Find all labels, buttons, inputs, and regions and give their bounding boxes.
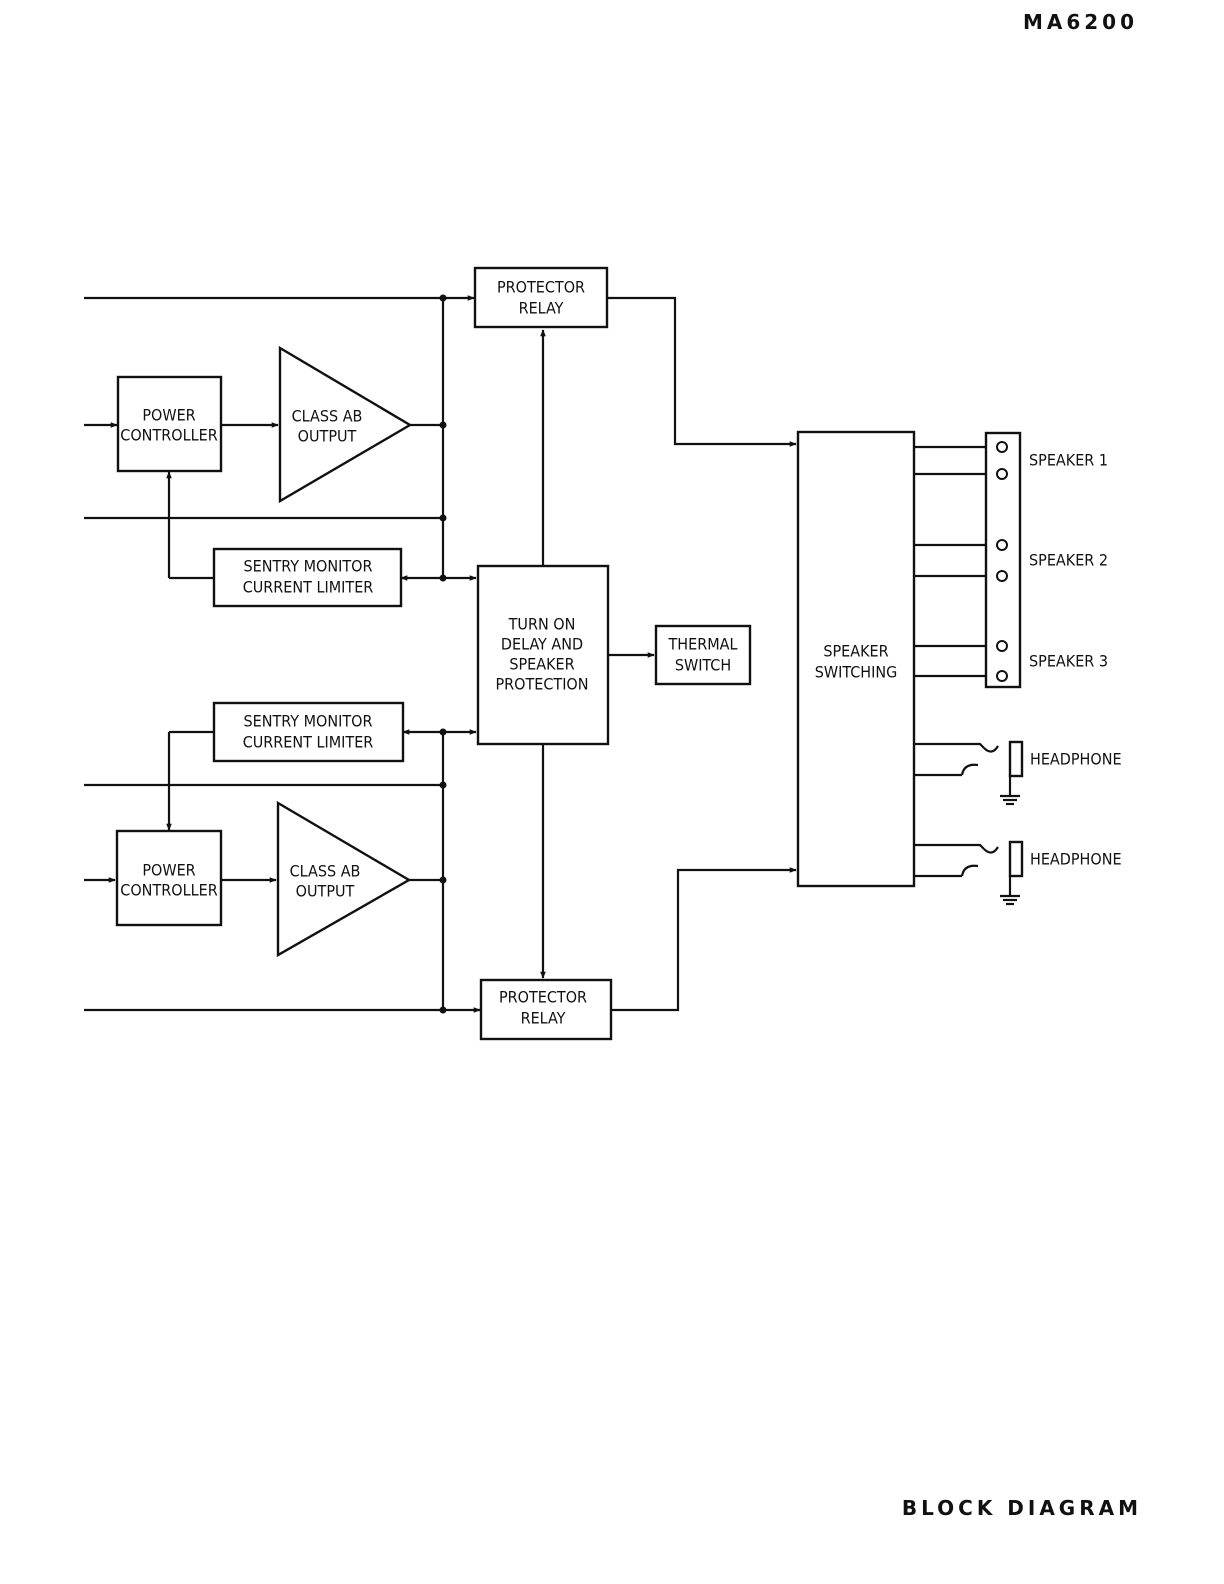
thermal-line2: SWITCH bbox=[675, 656, 731, 675]
terminal-speaker-1b bbox=[996, 468, 1008, 480]
protector-relay-top: PROTECTOR RELAY bbox=[473, 266, 609, 329]
sentry-monitor-bottom: SENTRY MONITOR CURRENT LIMITER bbox=[212, 701, 405, 763]
speaker-1-label: SPEAKER 1 bbox=[1029, 451, 1108, 470]
terminal-speaker-3b bbox=[996, 670, 1008, 682]
speaker-2-label: SPEAKER 2 bbox=[1029, 551, 1108, 570]
class-ab-top-line2: OUTPUT bbox=[298, 427, 357, 446]
junction-dots bbox=[439, 294, 447, 1014]
thermal-line1: THERMAL bbox=[668, 635, 738, 654]
power-controller-bottom: POWER CONTROLLER bbox=[115, 829, 223, 927]
terminal-speaker-2b bbox=[996, 570, 1008, 582]
wire-protector-relay-top-to-speaker-switching bbox=[607, 296, 797, 447]
terminal-speaker-1a bbox=[996, 441, 1008, 453]
class-ab-output-top: CLASS AB OUTPUT bbox=[278, 345, 413, 504]
terminal-speaker-3a bbox=[996, 640, 1008, 652]
class-ab-top-line1: CLASS AB bbox=[292, 407, 363, 426]
power-controller-top-line2: CONTROLLER bbox=[120, 426, 217, 445]
thermal-switch: THERMAL SWITCH bbox=[654, 624, 752, 686]
block-diagram-caption: BLOCK DIAGRAM bbox=[901, 1496, 1142, 1520]
sentry-top-line1: SENTRY MONITOR bbox=[244, 557, 373, 576]
speaker-3-label: SPEAKER 3 bbox=[1029, 652, 1108, 671]
class-ab-output-bottom: CLASS AB OUTPUT bbox=[276, 800, 412, 958]
protector-relay-top-line1: PROTECTOR bbox=[497, 278, 585, 297]
turn-on-delay-speaker-protection: TURN ON DELAY AND SPEAKER PROTECTION bbox=[476, 564, 610, 746]
headphone-jack-2 bbox=[1008, 840, 1024, 878]
power-controller-top-line1: POWER bbox=[142, 406, 195, 425]
speaker-switching-line1: SPEAKER bbox=[823, 642, 888, 661]
speaker-terminal-strip bbox=[984, 431, 1022, 689]
turn-on-line3: SPEAKER bbox=[509, 655, 574, 674]
terminal-speaker-2a bbox=[996, 539, 1008, 551]
wire-protector-relay-bottom-to-speaker-switching bbox=[611, 867, 797, 1012]
headphone-1-label: HEADPHONE bbox=[1030, 750, 1122, 769]
headphone-2-label: HEADPHONE bbox=[1030, 850, 1122, 869]
sentry-top-line2: CURRENT LIMITER bbox=[243, 578, 374, 597]
sentry-bottom-line2: CURRENT LIMITER bbox=[243, 733, 374, 752]
turn-on-line2: DELAY AND bbox=[501, 635, 583, 654]
power-controller-bottom-line2: CONTROLLER bbox=[120, 881, 217, 900]
turn-on-line4: PROTECTION bbox=[495, 675, 588, 694]
speaker-switching: SPEAKER SWITCHING bbox=[796, 430, 916, 888]
protector-relay-top-line2: RELAY bbox=[519, 299, 564, 318]
protector-relay-bottom: PROTECTOR RELAY bbox=[479, 978, 613, 1041]
turn-on-line1: TURN ON bbox=[508, 615, 576, 634]
protector-relay-bottom-line1: PROTECTOR bbox=[499, 988, 587, 1007]
class-ab-bottom-line1: CLASS AB bbox=[290, 862, 361, 881]
power-controller-bottom-line1: POWER bbox=[142, 861, 195, 880]
power-controller-top: POWER CONTROLLER bbox=[116, 375, 223, 473]
class-ab-bottom-line2: OUTPUT bbox=[296, 882, 355, 901]
sentry-monitor-top: SENTRY MONITOR CURRENT LIMITER bbox=[212, 547, 403, 608]
model-number: MA6200 bbox=[1022, 10, 1138, 34]
protector-relay-bottom-line2: RELAY bbox=[521, 1009, 566, 1028]
speaker-switching-line2: SWITCHING bbox=[815, 663, 898, 682]
signal-lines bbox=[84, 295, 1020, 1013]
headphone-jack-1 bbox=[1008, 740, 1024, 778]
sentry-bottom-line1: SENTRY MONITOR bbox=[244, 712, 373, 731]
